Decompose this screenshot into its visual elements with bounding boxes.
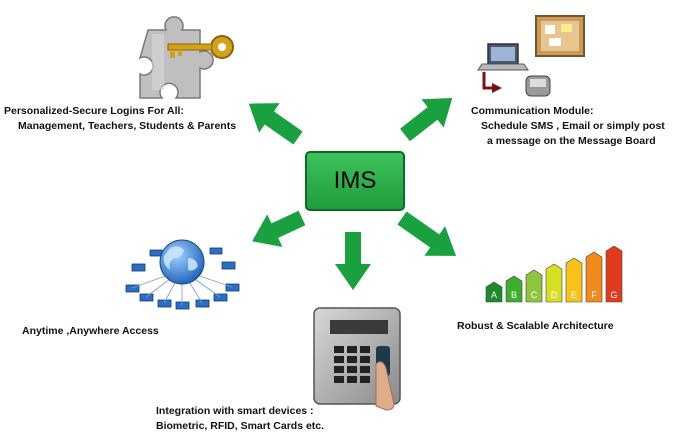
logins-label: Personalized-Secure Logins For All: Mana… — [4, 104, 236, 134]
integration-label: Integration with smart devices : Biometr… — [156, 404, 324, 434]
architecture-line-1: Robust & Scalable Architecture — [457, 320, 614, 332]
arrow-to-architecture — [397, 211, 457, 256]
integration-line-2: Biometric, RFID, Smart Cards etc. — [156, 420, 325, 432]
arrow-to-access — [252, 210, 306, 247]
arrow-to-logins — [248, 103, 303, 145]
logins-line-1: Personalized-Secure Logins For All: — [4, 105, 184, 117]
laptop-board-phone-icon — [477, 15, 585, 97]
energy-bar — [565, 257, 583, 303]
communication-line-1: Communication Module: — [471, 105, 594, 117]
communication-label: Communication Module: Schedule SMS , Ema… — [471, 104, 665, 149]
energy-bar — [605, 245, 623, 303]
architecture-label: Robust & Scalable Architecture — [457, 319, 614, 334]
energy-bar-letter: A — [491, 290, 497, 300]
energy-bar-letter: G — [610, 290, 617, 300]
energy-bar-letter: B — [511, 290, 517, 300]
energy-bar-letter: C — [531, 290, 538, 300]
globe-network-icon — [125, 239, 240, 310]
key-puzzle-icon — [138, 16, 234, 99]
integration-line-1: Integration with smart devices : — [156, 405, 314, 417]
energy-bar-letter: F — [591, 290, 597, 300]
energy-bar — [525, 269, 543, 303]
communication-line-3: a message on the Message Board — [487, 135, 656, 147]
biometric-device-icon — [313, 307, 401, 411]
access-label: Anytime ,Anywhere Access — [22, 324, 159, 339]
energy-rating-bars-icon: A B C D E F G — [485, 245, 623, 303]
energy-bar-letter: D — [551, 290, 558, 300]
energy-bar — [585, 251, 603, 303]
energy-bar — [505, 275, 523, 303]
energy-bar-letter: E — [571, 290, 577, 300]
arrow-to-integration — [335, 232, 371, 290]
communication-line-2: Schedule SMS , Email or simply post — [481, 120, 665, 132]
arrow-to-communication — [400, 98, 453, 142]
access-line-1: Anytime ,Anywhere Access — [22, 325, 159, 337]
energy-bar — [545, 263, 563, 303]
ims-box — [305, 151, 405, 211]
energy-bar — [485, 281, 503, 303]
logins-line-2: Management, Teachers, Students & Parents — [18, 120, 237, 132]
ims-label: IMS — [333, 167, 377, 194]
